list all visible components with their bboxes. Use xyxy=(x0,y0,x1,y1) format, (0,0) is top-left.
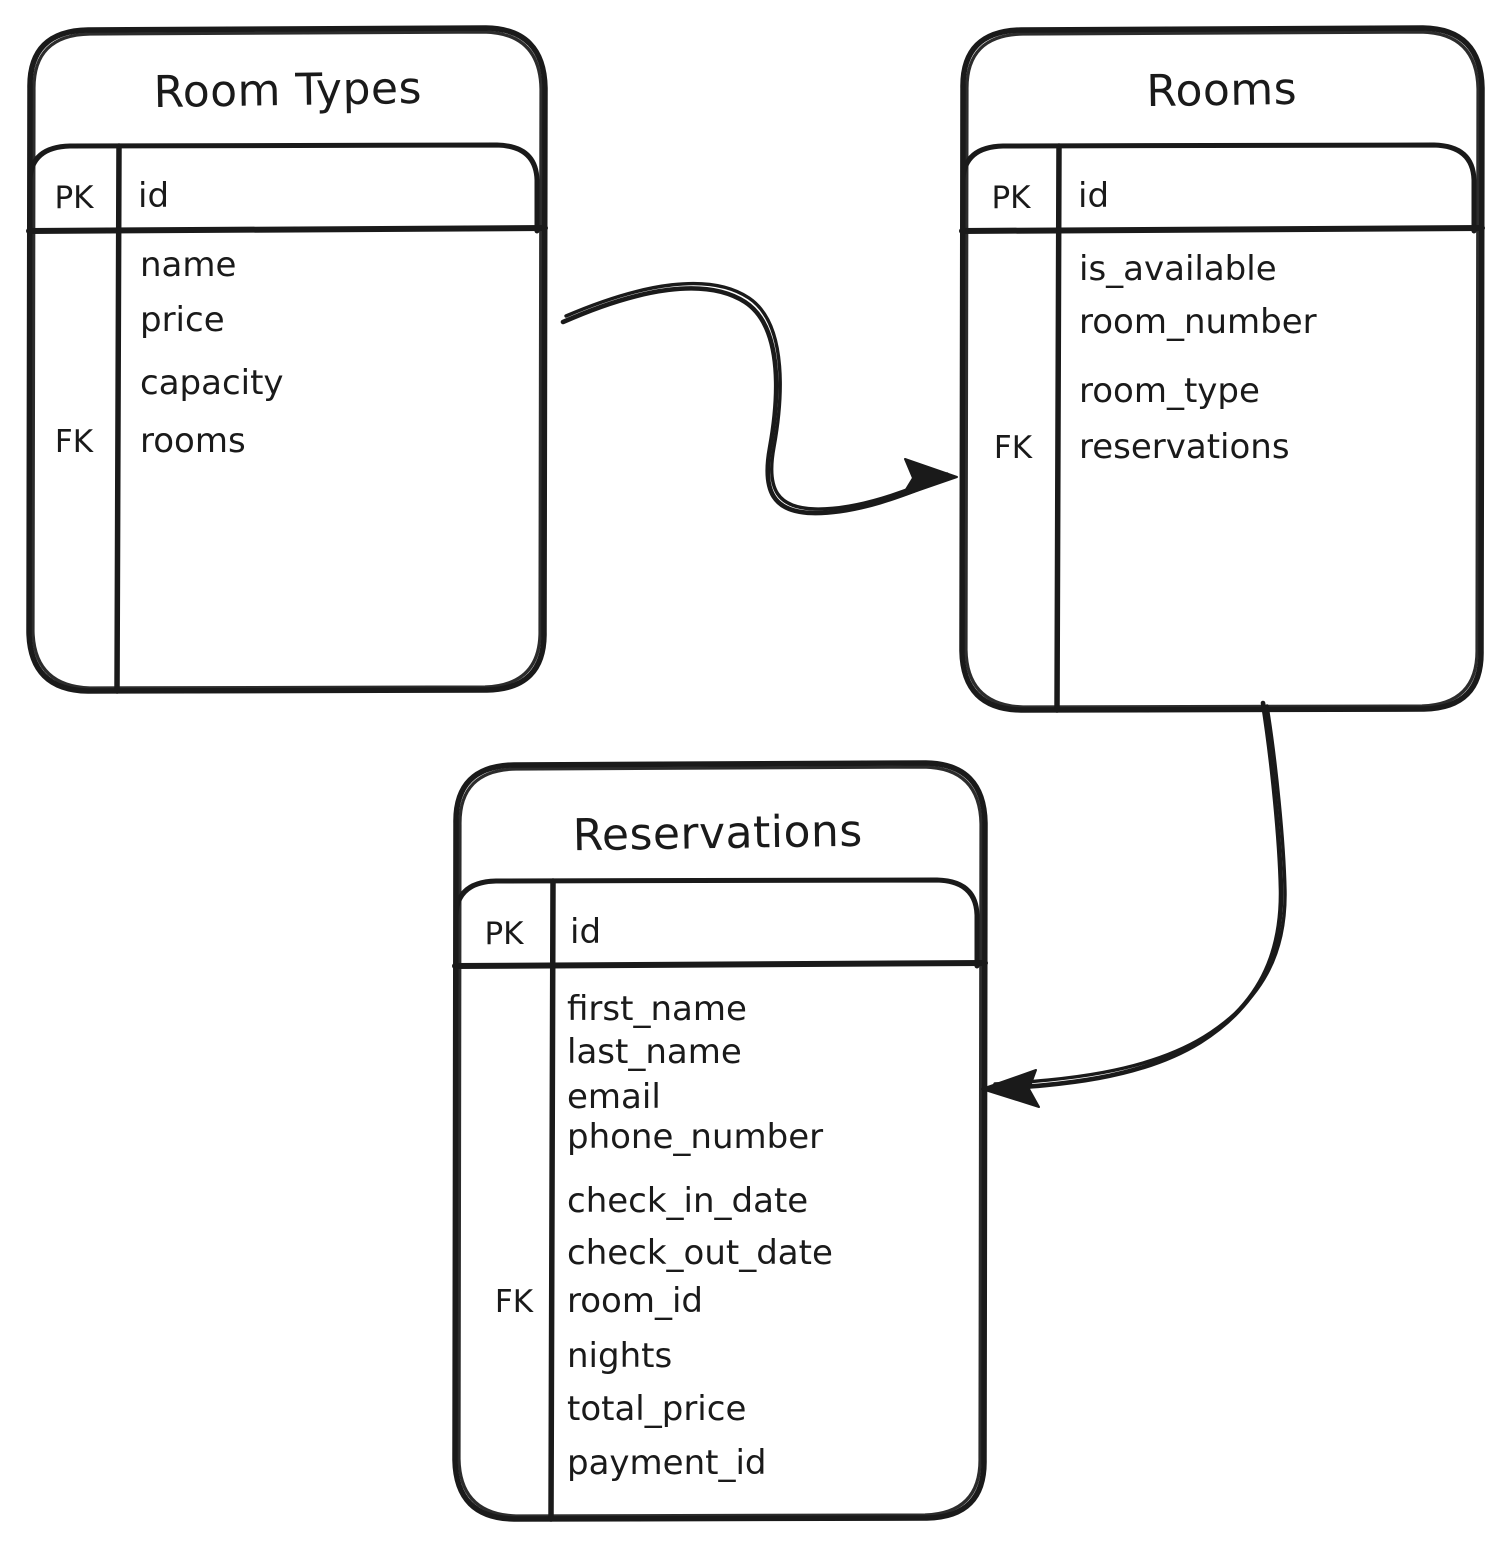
entity-reservations-pk-field: id xyxy=(570,912,601,952)
relationship-arrowhead-right xyxy=(901,458,958,497)
entity-room-types-field: name xyxy=(140,245,236,285)
entity-reservations-field: total_price xyxy=(567,1389,746,1429)
entity-rooms-pk-label: PK xyxy=(991,180,1031,216)
entity-reservations-pk-separator xyxy=(452,960,988,969)
entity-rooms-pk-field: id xyxy=(1078,176,1109,216)
entity-rooms-field: room_type xyxy=(1079,371,1260,411)
entity-reservations-pk-label: PK xyxy=(484,916,524,952)
entity-reservations-field: last_name xyxy=(567,1032,742,1072)
entity-reservations-title: Reservations xyxy=(572,806,863,862)
entity-rooms-title: Rooms xyxy=(1146,64,1298,117)
entity-room-types-column-divider xyxy=(114,143,122,694)
entity-room-types[interactable]: Room Types PK id FK name price capacity … xyxy=(26,25,548,694)
entity-room-types-pk-label: PK xyxy=(54,180,94,216)
entity-reservations-field: check_in_date xyxy=(567,1181,808,1221)
entity-room-types-field: capacity xyxy=(140,363,284,403)
relationship-line-sketch xyxy=(564,281,949,511)
relationship-line xyxy=(560,286,948,516)
entity-room-types-field: price xyxy=(140,300,225,340)
entity-reservations-pk-row-outline xyxy=(453,877,980,969)
entity-room-types-field: rooms xyxy=(140,421,246,461)
entity-rooms-field: reservations xyxy=(1079,427,1290,467)
entity-room-types-pk-field: id xyxy=(138,176,169,216)
entity-reservations-field: nights xyxy=(567,1336,672,1376)
entity-reservations-field: room_id xyxy=(567,1281,703,1321)
entity-reservations-fk-label: FK xyxy=(495,1284,534,1320)
entity-rooms-pk-separator xyxy=(959,225,1485,234)
entity-room-types-title: Room Types xyxy=(153,63,422,118)
entity-rooms-pk-row-outline xyxy=(960,142,1477,234)
entity-reservations-column-divider xyxy=(548,878,556,1522)
entity-reservations-outline-sketch xyxy=(457,765,983,1518)
relationship-room-types-to-rooms[interactable] xyxy=(560,281,958,516)
entity-reservations-field: first_name xyxy=(567,989,747,1029)
entity-rooms-column-divider xyxy=(1054,143,1062,713)
relationship-line-sketch xyxy=(993,704,1287,1086)
entity-room-types-pk-separator xyxy=(26,225,548,234)
entity-reservations-field: check_out_date xyxy=(567,1233,833,1273)
relationship-rooms-to-reservations[interactable] xyxy=(981,700,1287,1108)
entity-rooms-field: is_available xyxy=(1079,249,1277,289)
entity-rooms-fk-label: FK xyxy=(994,430,1033,466)
entity-rooms-outline xyxy=(959,25,1485,713)
relationship-arrowhead-left xyxy=(981,1069,1040,1108)
entity-room-types-outline xyxy=(26,25,548,694)
entity-reservations-field: payment_id xyxy=(567,1443,766,1483)
entity-reservations-field: email xyxy=(567,1077,661,1117)
entity-reservations[interactable]: Reservations PK id FK first_name last_na… xyxy=(452,760,988,1522)
entity-rooms[interactable]: Rooms PK id FK is_available room_number … xyxy=(959,25,1485,713)
entity-rooms-outline-sketch xyxy=(964,30,1480,709)
relationship-line xyxy=(989,700,1284,1092)
entity-rooms-field: room_number xyxy=(1079,302,1317,342)
entity-room-types-outline-sketch xyxy=(31,30,543,690)
entity-reservations-outline xyxy=(452,760,988,1522)
entity-room-types-fk-label: FK xyxy=(55,424,94,460)
entity-reservations-field: phone_number xyxy=(567,1117,823,1157)
entity-room-types-pk-row-outline xyxy=(27,142,540,234)
